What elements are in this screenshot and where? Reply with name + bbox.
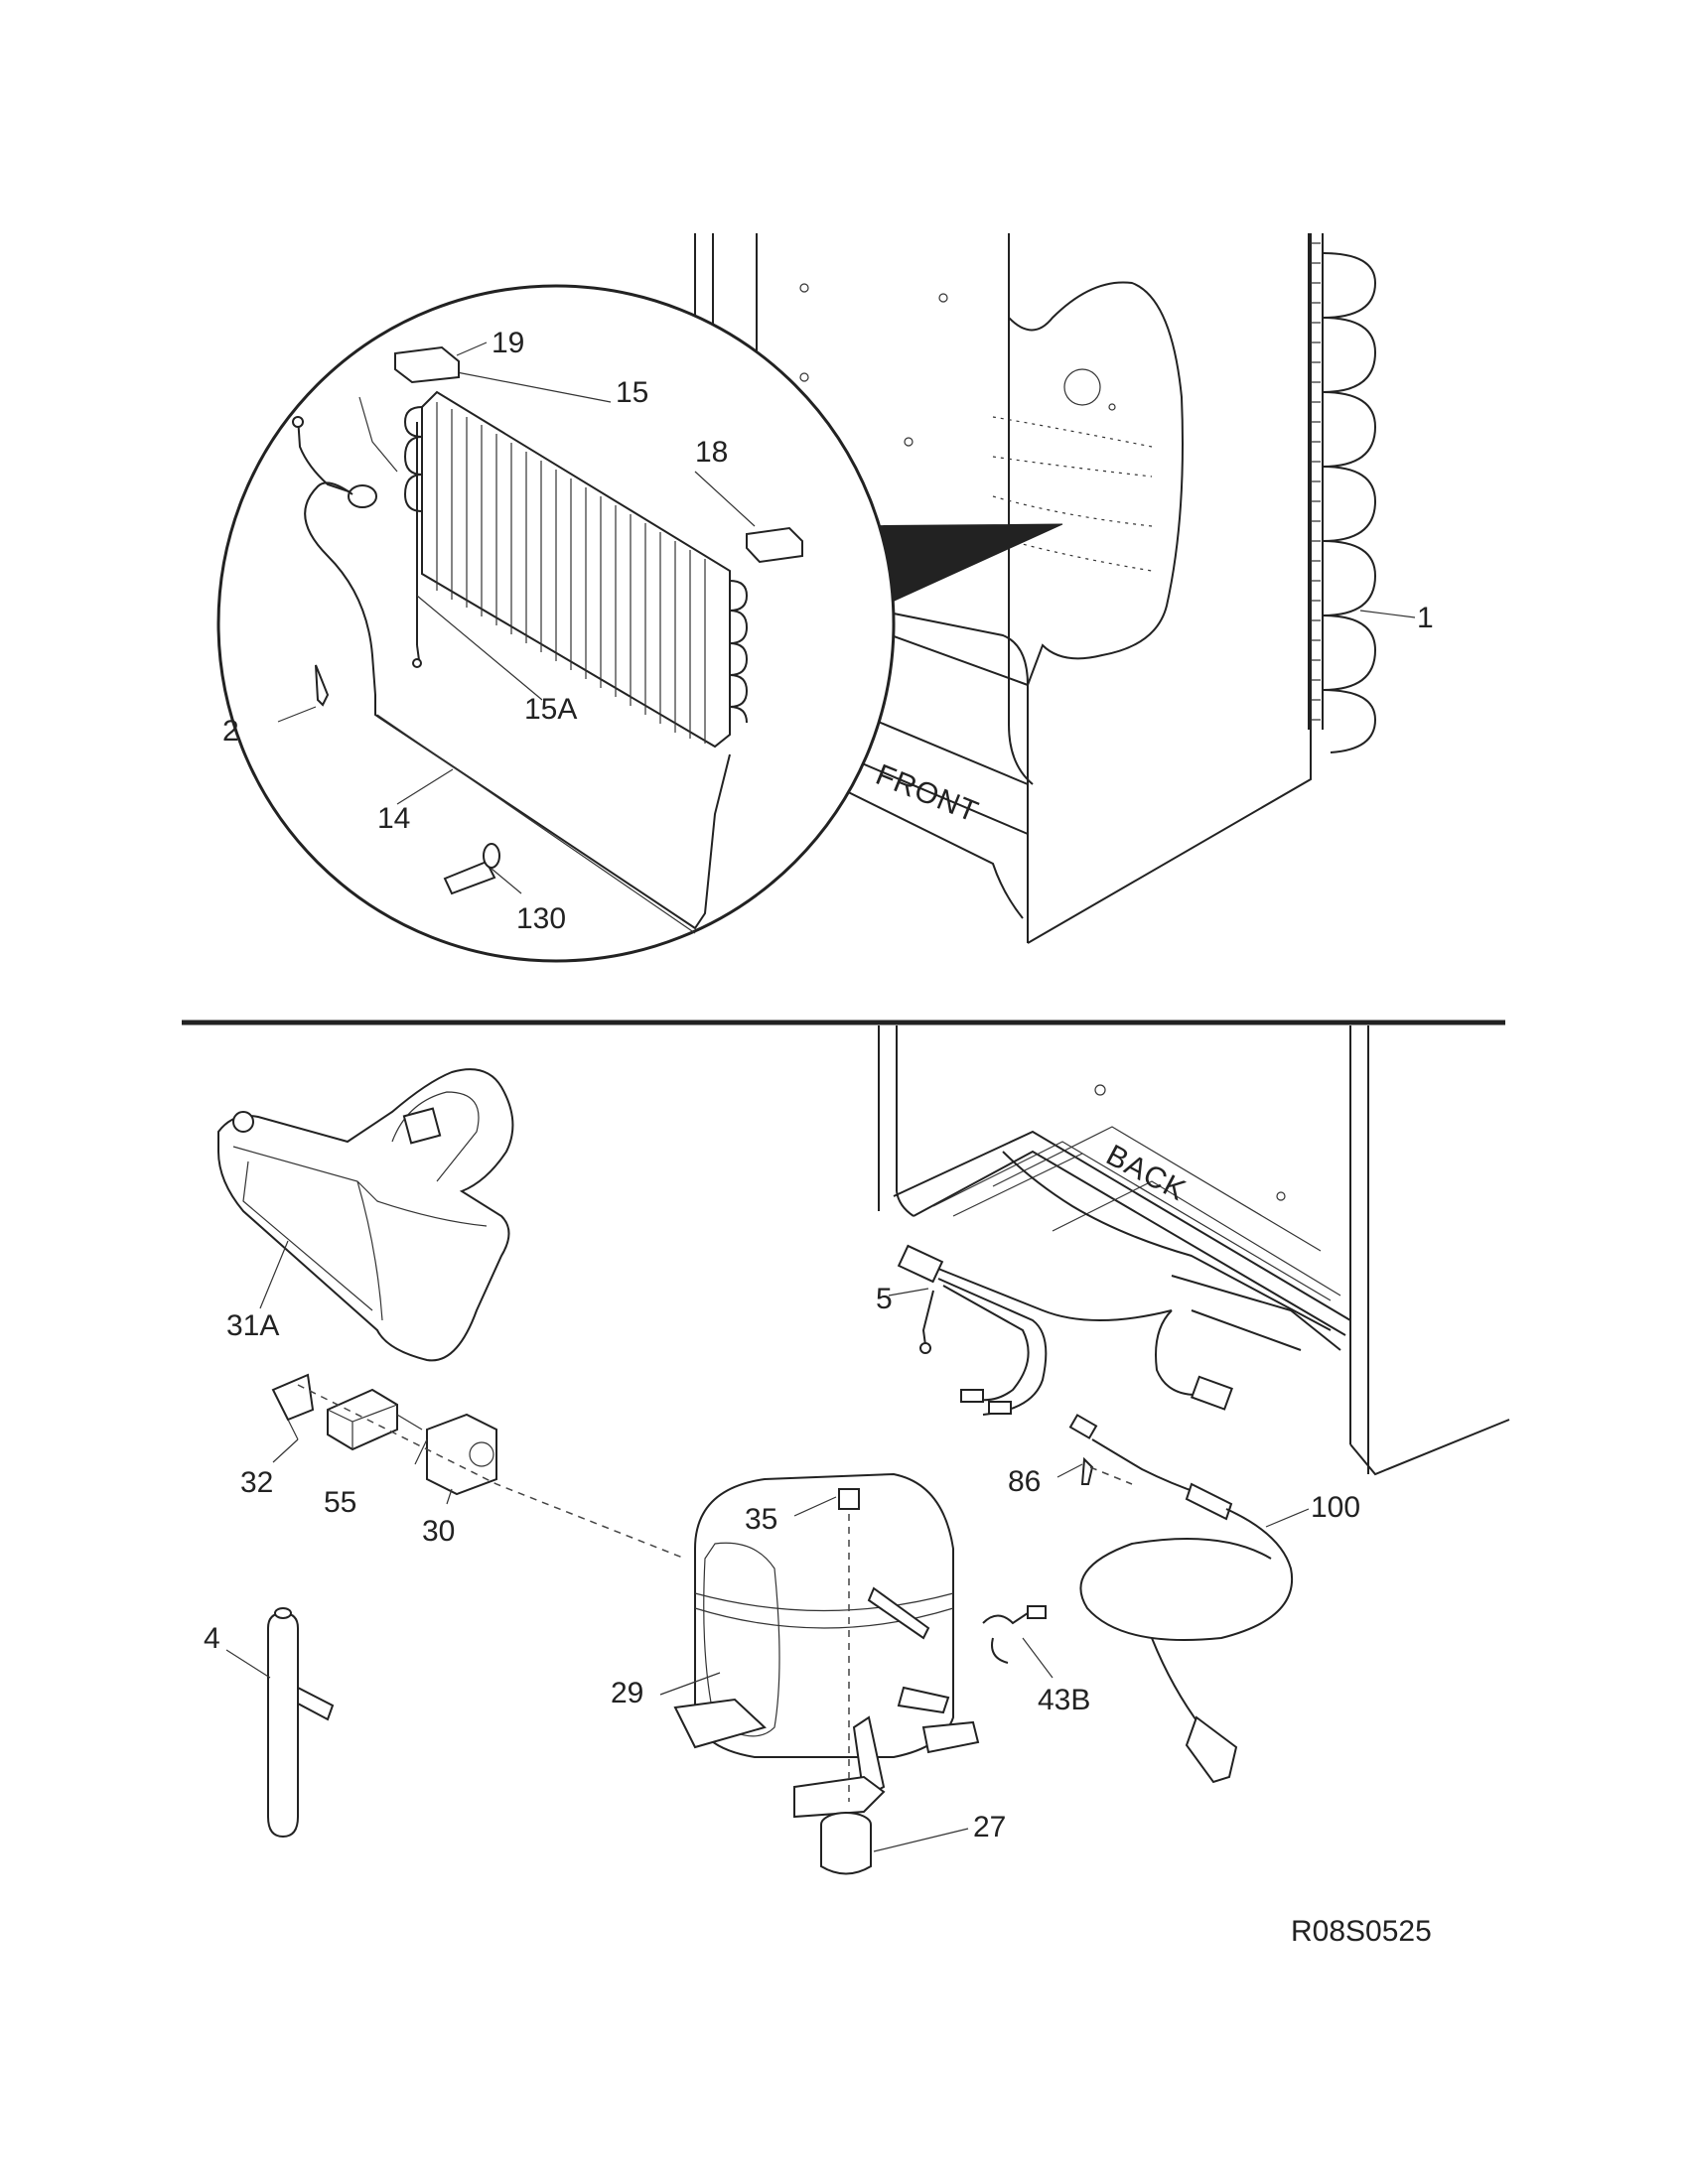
callout-35: 35 — [745, 1503, 777, 1536]
callout-15a: 15A — [524, 693, 577, 726]
callout-15: 15 — [616, 376, 648, 409]
part-31a-drain-pan — [217, 1068, 514, 1362]
bottom-section: BACK — [204, 1025, 1510, 1948]
evaporator — [403, 371, 756, 749]
part-27-grommet — [820, 1812, 969, 1875]
callout-100: 100 — [1311, 1491, 1360, 1524]
front-label: FRONT — [871, 758, 983, 829]
part-19-shape — [394, 345, 460, 384]
part-18-shape — [746, 526, 803, 564]
callout-86: 86 — [1008, 1465, 1041, 1498]
part-29-compressor — [659, 1472, 980, 1819]
part-86-shape — [1056, 1456, 1133, 1485]
callout-19: 19 — [492, 327, 524, 359]
top-section: FRONT — [216, 233, 1434, 963]
thermostat-wiring — [277, 396, 731, 930]
callout-2: 2 — [222, 715, 239, 748]
callout-4: 4 — [204, 1622, 220, 1655]
callout-55: 55 — [324, 1486, 356, 1519]
callout-32: 32 — [240, 1466, 273, 1499]
part-32-shape — [271, 1373, 315, 1463]
callout-29: 29 — [611, 1677, 643, 1709]
part-30-overload — [414, 1413, 497, 1505]
part-130-shape — [443, 843, 522, 895]
assembly-line-relay — [297, 1384, 686, 1560]
part-4-drier — [225, 1607, 335, 1839]
callout-43b: 43B — [1038, 1684, 1090, 1716]
evaporator-detail-circle: 19 15 18 15A 2 14 130 — [216, 284, 896, 963]
back-label: BACK — [1101, 1139, 1192, 1207]
wiring-harness — [888, 1244, 1233, 1416]
callout-5: 5 — [876, 1283, 893, 1315]
condenser-coil — [1308, 233, 1416, 753]
callout-14: 14 — [377, 802, 410, 835]
drawing-code: R08S0525 — [1291, 1915, 1432, 1948]
callout-31a: 31A — [226, 1309, 279, 1342]
callout-130: 130 — [516, 902, 566, 935]
callout-18: 18 — [695, 436, 728, 469]
part-55-relay — [327, 1388, 423, 1451]
part-43b-bracket — [982, 1605, 1054, 1679]
callout-30: 30 — [422, 1515, 455, 1548]
callout-27: 27 — [973, 1811, 1006, 1843]
power-cord — [1068, 1414, 1310, 1784]
callout-1: 1 — [1417, 602, 1434, 634]
cabinet-back-view: BACK — [878, 1025, 1510, 1476]
